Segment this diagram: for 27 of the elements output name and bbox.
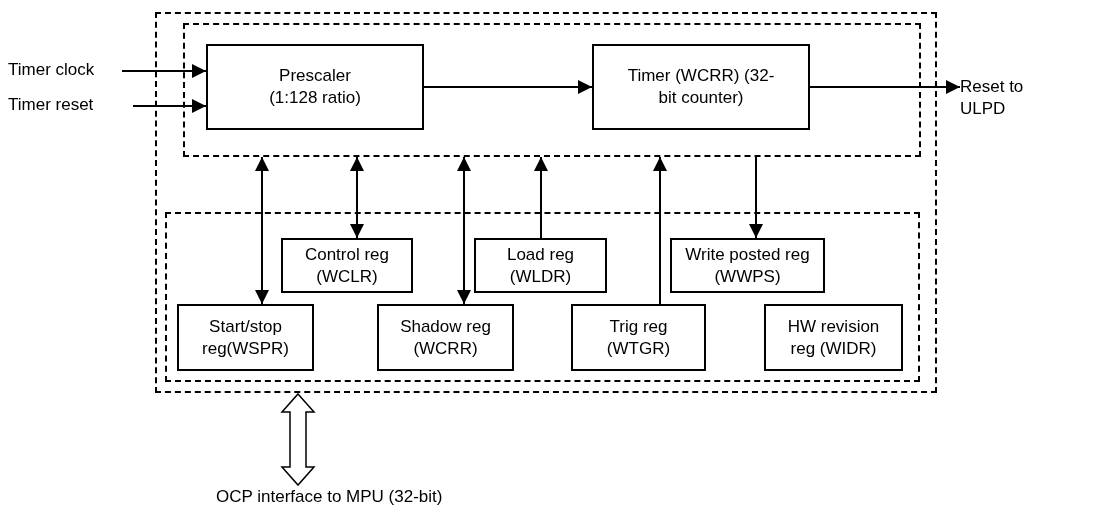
process-box: Timer (WCRR) (32-bit counter): [592, 44, 810, 130]
arrow: [121, 64, 207, 78]
signal-label: OCP interface to MPU (32-bit): [216, 486, 476, 510]
block-arrow: [280, 392, 316, 487]
arrow: [809, 80, 961, 94]
process-box: Write posted reg (WWPS): [670, 238, 825, 293]
process-box: HW revision reg (WIDR): [764, 304, 903, 371]
process-box: Start/stop reg(WSPR): [177, 304, 314, 371]
arrow: [132, 99, 207, 113]
signal-label: Reset to ULPD: [960, 76, 1040, 124]
process-box: Control reg (WCLR): [281, 238, 413, 293]
process-box: Load reg (WLDR): [474, 238, 607, 293]
arrow: [423, 80, 593, 94]
dashed-boundary: [165, 212, 920, 382]
process-box: Trig reg (WTGR): [571, 304, 706, 371]
arrow: [534, 156, 548, 239]
arrow: [457, 156, 471, 305]
arrow: [255, 156, 269, 305]
signal-label: Timer clock: [8, 59, 122, 83]
dashed-boundary: [155, 12, 937, 393]
arrow: [749, 156, 763, 239]
signal-label: Timer reset: [8, 94, 133, 118]
dashed-boundary: [183, 23, 921, 157]
process-box: Prescaler (1:128 ratio): [206, 44, 424, 130]
process-box: Shadow reg (WCRR): [377, 304, 514, 371]
arrow: [653, 156, 667, 305]
arrow: [350, 156, 364, 239]
